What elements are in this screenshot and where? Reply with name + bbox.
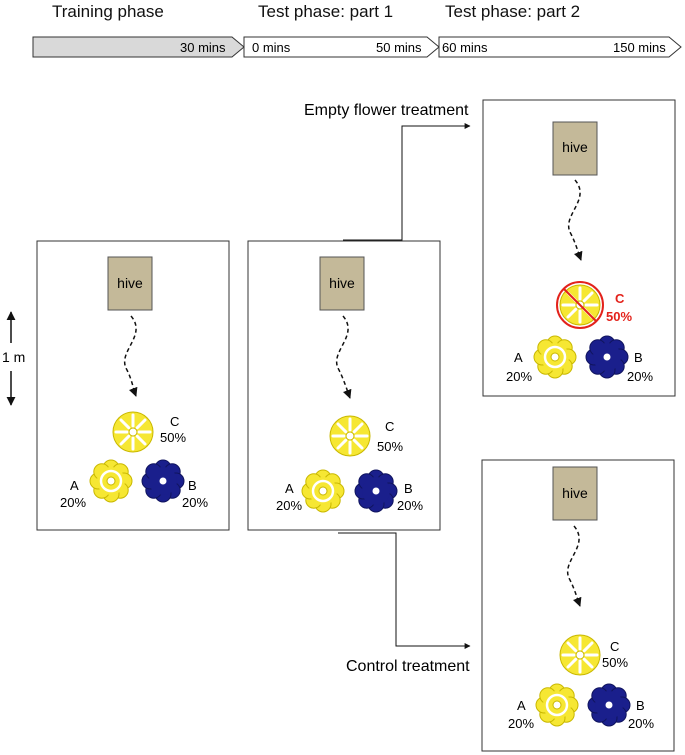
flower-c-letter: C <box>610 639 619 654</box>
flower-a <box>532 334 578 380</box>
flower-b-percent: 20% <box>397 498 423 513</box>
panel-control-treatment: hive C 50% A 20% B 20% <box>481 459 675 752</box>
flower-a-letter: A <box>70 478 79 493</box>
flower-c-percent: 50% <box>602 655 628 670</box>
timeline-segment-test-part2 <box>438 36 682 58</box>
timeline-label-150mins: 150 mins <box>613 40 666 55</box>
panel-empty-flower-treatment: hive C 50% A 20% B 20% <box>482 99 676 397</box>
timeline-label-60mins: 60 mins <box>442 40 488 55</box>
flower-c <box>558 633 602 677</box>
phase-title-test-part1: Test phase: part 1 <box>258 2 394 21</box>
timeline-label-50mins: 50 mins <box>376 40 422 55</box>
flower-a-percent: 20% <box>508 716 534 731</box>
label-empty-flower-treatment: Empty flower treatment <box>304 102 469 119</box>
flower-c <box>111 410 155 454</box>
phase-title-test-part2: Test phase: part 2 <box>445 2 581 21</box>
timeline: 30 mins 0 mins 50 mins 60 mins 150 mins <box>32 36 682 58</box>
hive-label: hive <box>562 485 588 501</box>
panel-training: hive C 50% A 20% B 20% <box>36 240 230 531</box>
flower-c <box>328 414 372 458</box>
timeline-segment-training <box>32 36 245 58</box>
flower-c-letter: C <box>615 291 625 306</box>
flower-b-letter: B <box>188 478 197 493</box>
flower-c-letter: C <box>385 419 394 434</box>
flower-b-percent: 20% <box>182 495 208 510</box>
flower-a-percent: 20% <box>276 498 302 513</box>
connector-control-treatment <box>338 532 471 649</box>
flower-c-percent: 50% <box>377 439 403 454</box>
scale-label: 1 m <box>2 349 25 365</box>
flower-b-letter: B <box>636 698 645 713</box>
connector-empty-treatment <box>343 123 471 241</box>
flower-a <box>88 458 134 504</box>
prohibited-icon <box>556 281 604 329</box>
timeline-label-30mins: 30 mins <box>180 40 226 55</box>
hive-box <box>319 256 365 311</box>
flower-b <box>141 459 185 503</box>
panel-test-part1: hive C 50% A 20% B 20% <box>247 240 441 531</box>
timeline-label-0mins: 0 mins <box>252 40 291 55</box>
timeline-segment-test-part1 <box>243 36 440 58</box>
flower-c-percent: 50% <box>606 309 632 324</box>
hive-label: hive <box>329 275 355 291</box>
label-control-treatment: Control treatment <box>346 658 470 675</box>
flower-a-letter: A <box>517 698 526 713</box>
flower-b-letter: B <box>634 350 643 365</box>
flower-b-percent: 20% <box>628 716 654 731</box>
flower-b <box>585 335 629 379</box>
hive-box <box>552 121 598 176</box>
flower-c-letter: C <box>170 414 179 429</box>
bee-flight-path <box>568 179 583 261</box>
flower-a-letter: A <box>514 350 523 365</box>
phase-title-training: Training phase <box>52 2 164 21</box>
flower-b-percent: 20% <box>627 369 653 384</box>
flower-a-percent: 20% <box>506 369 532 384</box>
hive-box <box>552 466 598 521</box>
hive-label: hive <box>117 275 143 291</box>
hive-box <box>107 256 153 311</box>
hive-label: hive <box>562 139 588 155</box>
flower-a <box>300 468 346 514</box>
flower-c-percent: 50% <box>160 430 186 445</box>
flower-b <box>587 683 631 727</box>
flower-a-percent: 20% <box>60 495 86 510</box>
bee-flight-path <box>124 315 138 397</box>
flower-b <box>354 469 398 513</box>
bee-flight-path <box>336 315 352 399</box>
flower-a <box>534 682 580 728</box>
scale-bar: 1 m <box>2 311 25 406</box>
flower-a-letter: A <box>285 481 294 496</box>
bee-flight-path <box>567 525 582 607</box>
flower-b-letter: B <box>404 481 413 496</box>
